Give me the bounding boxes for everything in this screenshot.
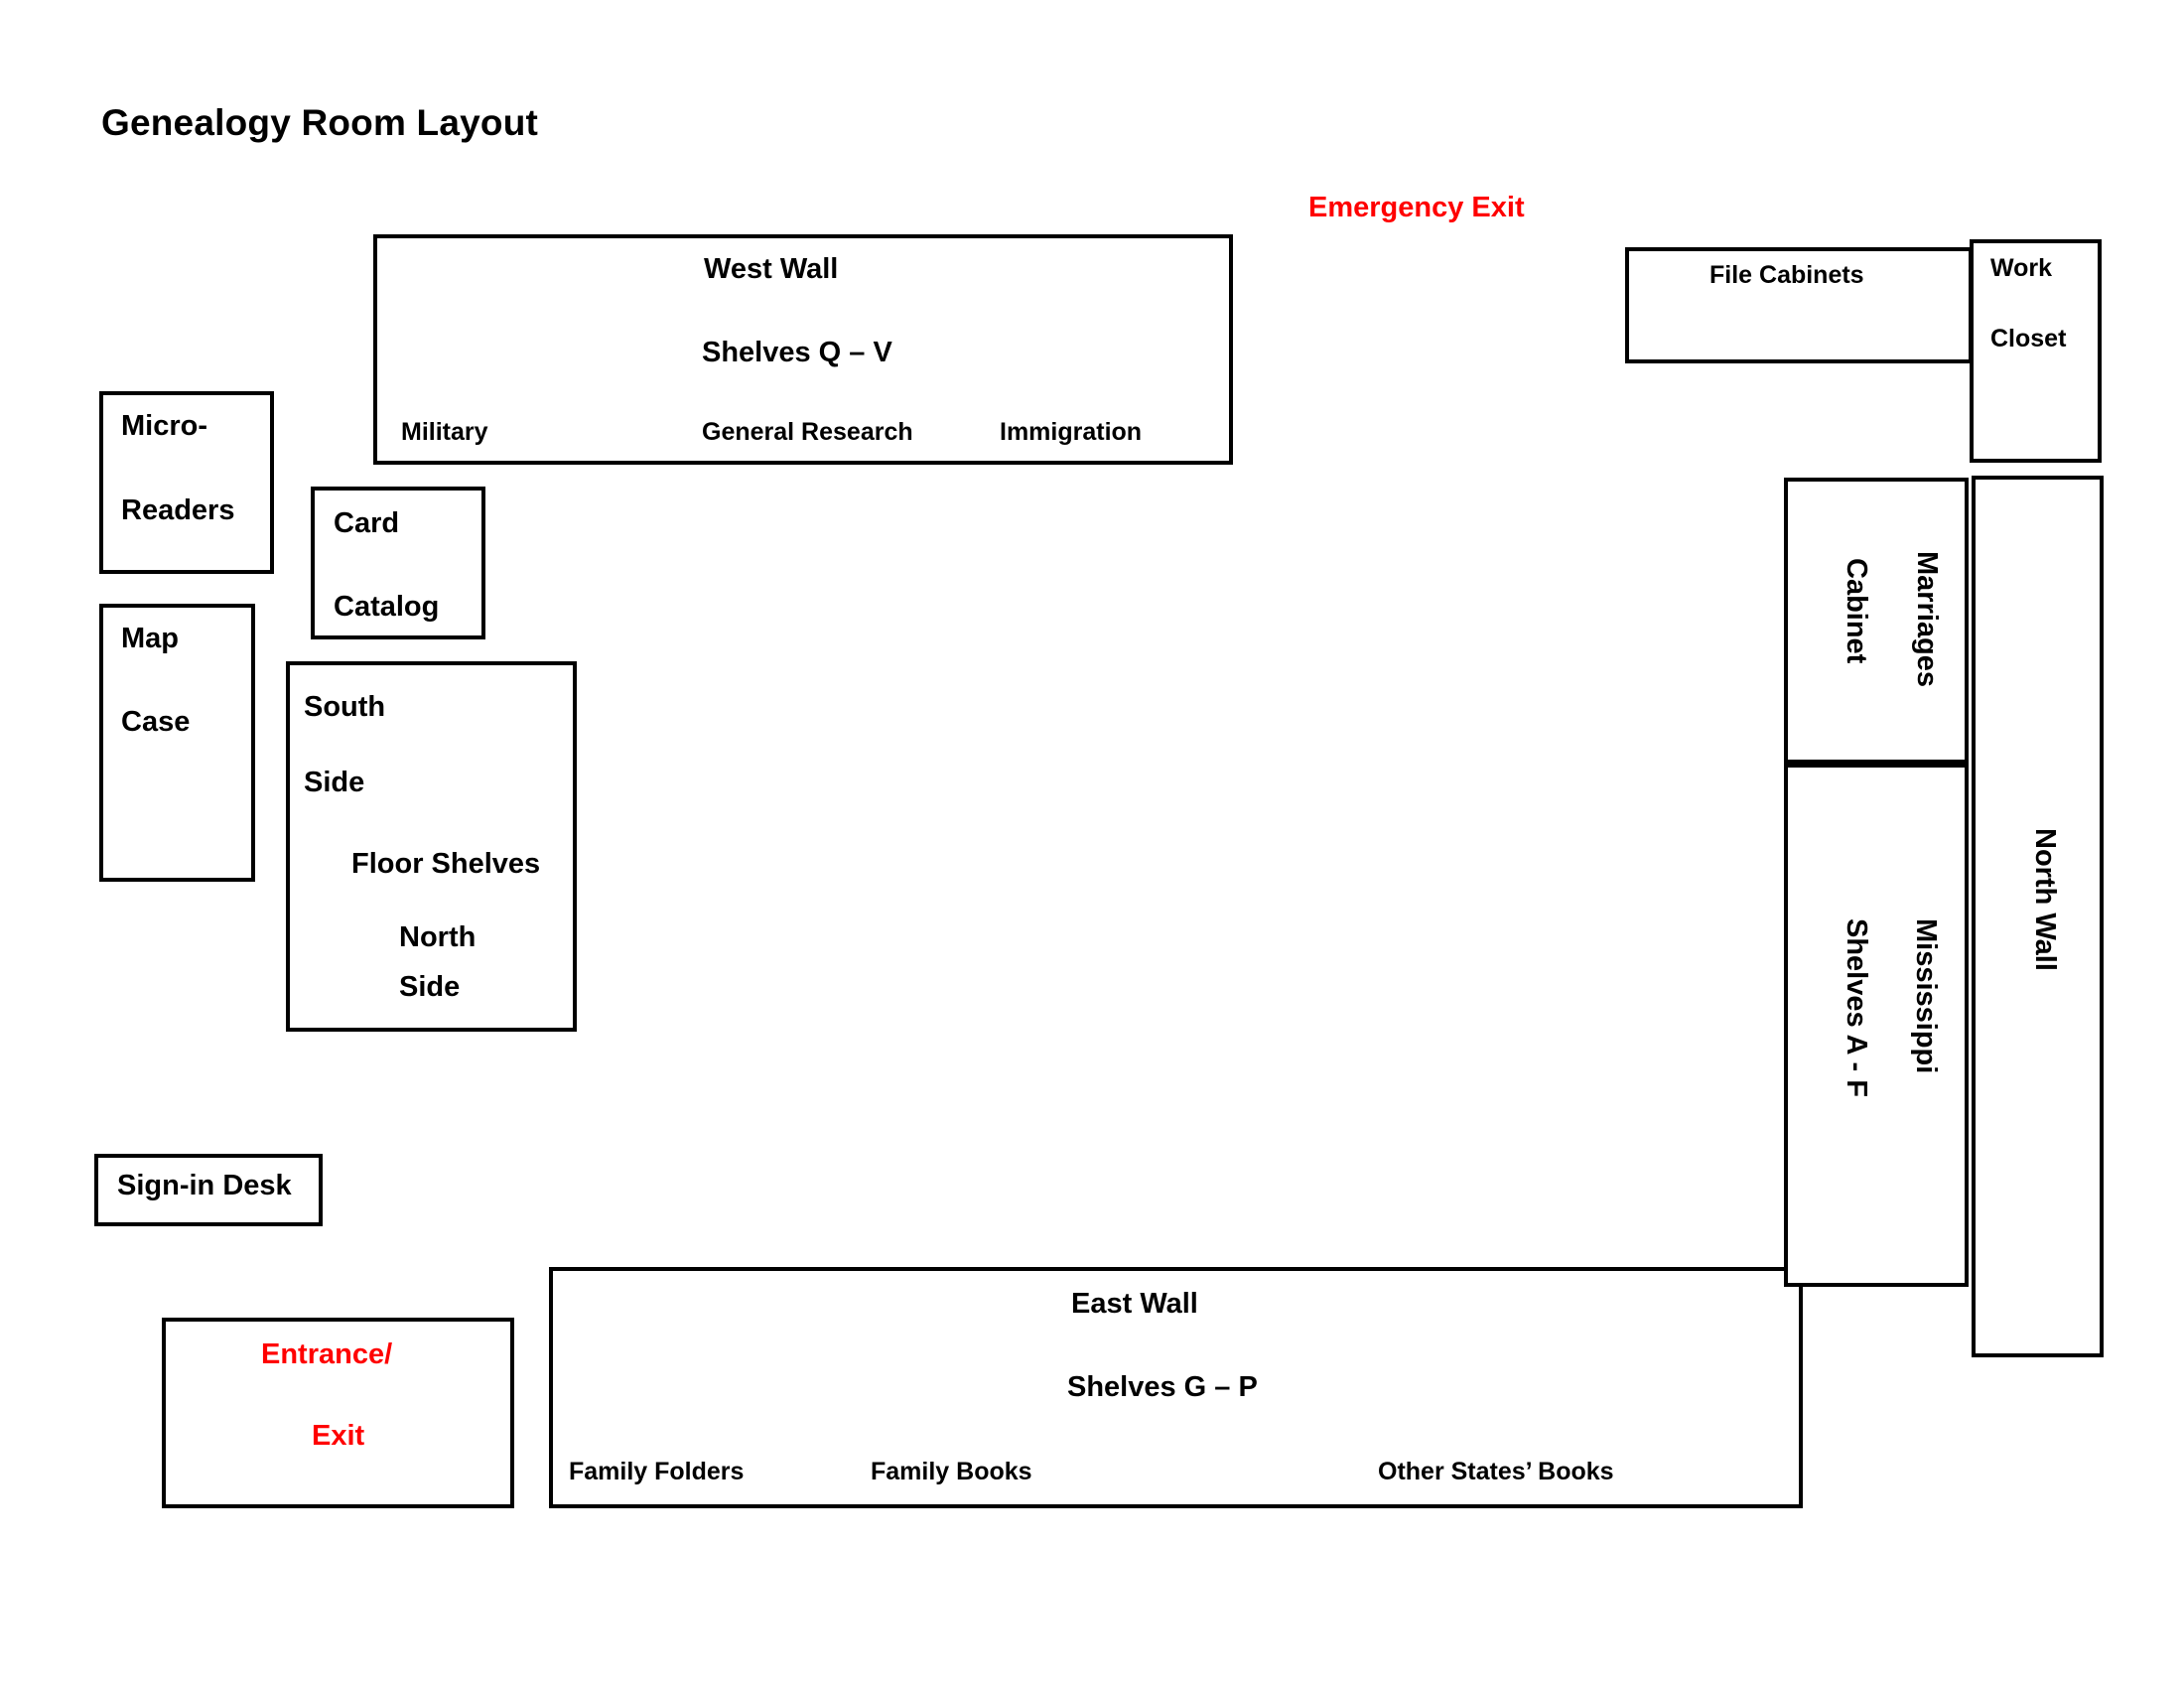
entrance-exit-label-line2: Exit (312, 1420, 365, 1452)
west-wall-shelf-range: Shelves Q – V (702, 337, 892, 368)
mississippi-shelves-block (1784, 764, 1969, 1287)
east-wall-section-family-books: Family Books (871, 1458, 1032, 1485)
file-cabinets-block (1625, 247, 1973, 363)
west-wall-section-military: Military (401, 418, 488, 446)
card-catalog-block (311, 487, 485, 639)
shelves-a-f-label: Shelves A - F (1841, 918, 1872, 1097)
map-case-label-line1: Map (121, 623, 179, 654)
micro-readers-label-line2: Readers (121, 494, 235, 526)
cabinet-label: Cabinet (1841, 558, 1872, 664)
map-case-label-line2: Case (121, 706, 191, 738)
floor-shelves-north-side-label: Side (399, 971, 461, 1003)
marriages-cabinet-block (1784, 478, 1969, 764)
micro-readers-block (99, 391, 274, 574)
card-catalog-label-line1: Card (334, 507, 400, 539)
work-closet-label-line2: Closet (1990, 325, 2067, 352)
entrance-exit-label-line1: Entrance/ (261, 1338, 393, 1370)
east-wall-shelf-range: Shelves G – P (1067, 1371, 1258, 1403)
north-wall-block (1972, 476, 2104, 1357)
floor-shelves-south-side-label: Side (304, 767, 365, 798)
east-wall-shelving-block (549, 1267, 1803, 1508)
floor-shelves-north-label: North (399, 921, 477, 953)
file-cabinets-label: File Cabinets (1709, 261, 1864, 289)
marriages-label: Marriages (1911, 551, 1943, 688)
west-wall-title: West Wall (704, 253, 839, 285)
floor-shelves-title: Floor Shelves (351, 848, 541, 880)
north-wall-label: North Wall (2029, 828, 2061, 971)
work-closet-label-line1: Work (1990, 254, 2053, 282)
page-title: Genealogy Room Layout (101, 102, 539, 143)
west-wall-section-immigration: Immigration (1000, 418, 1143, 446)
map-case-block (99, 604, 255, 882)
floor-shelves-south-label: South (304, 691, 386, 723)
emergency-exit-label: Emergency Exit (1308, 192, 1525, 223)
floor-shelves-block (286, 661, 577, 1032)
east-wall-title: East Wall (1071, 1288, 1198, 1320)
work-closet-block (1970, 239, 2102, 463)
mississippi-label: Mississippi (1910, 918, 1942, 1074)
sign-in-desk-label: Sign-in Desk (117, 1170, 292, 1201)
entrance-exit-block (162, 1318, 514, 1508)
micro-readers-label-line1: Micro- (121, 410, 207, 442)
card-catalog-label-line2: Catalog (334, 591, 440, 623)
east-wall-section-family-folders: Family Folders (569, 1458, 745, 1485)
west-wall-shelving-block (373, 234, 1233, 465)
east-wall-section-other-states-books: Other States’ Books (1378, 1458, 1614, 1485)
sign-in-desk-block (94, 1154, 323, 1226)
west-wall-section-general-research: General Research (702, 418, 913, 446)
